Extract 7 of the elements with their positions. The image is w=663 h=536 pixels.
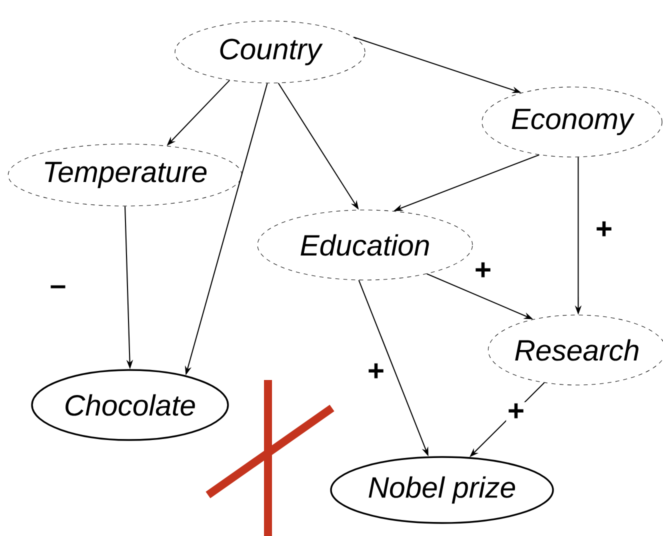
edge-label: + (594, 220, 614, 240)
ellipse-node: Nobel prize (330, 456, 554, 524)
ellipse-node: Chocolate (31, 369, 229, 441)
edge-label: + (366, 362, 386, 382)
edge-label: + (473, 261, 493, 281)
edge-label: – (48, 284, 68, 296)
edge-label: + (506, 402, 526, 422)
